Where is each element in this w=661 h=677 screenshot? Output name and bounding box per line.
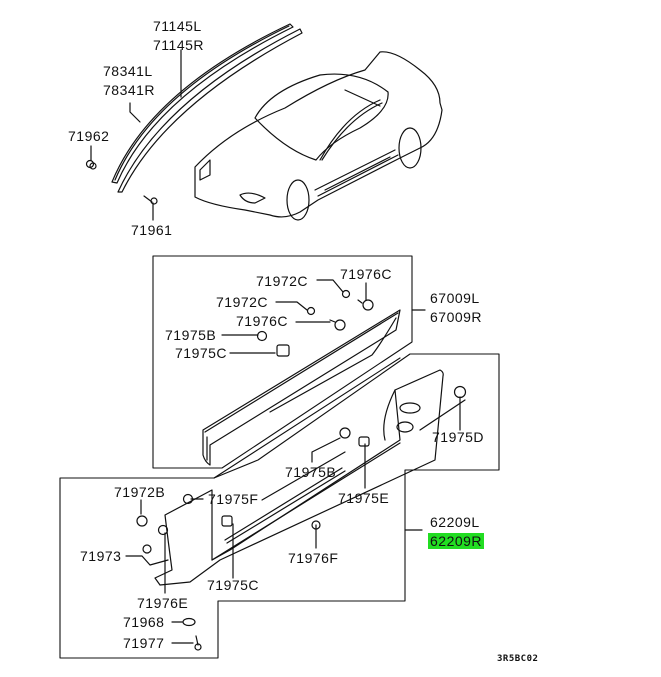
clip-71972C-a-drawing xyxy=(341,289,351,299)
clip-71975F-drawing xyxy=(182,493,194,505)
clip-71976C-b-drawing xyxy=(329,319,346,331)
part-label-67009L[interactable]: 67009L xyxy=(430,290,480,306)
car-drawing xyxy=(194,51,443,221)
part-label-71145L[interactable]: 71145L xyxy=(153,18,202,34)
leader-78341 xyxy=(129,102,141,123)
leader-71975B-b xyxy=(311,437,341,463)
part-label-71972B[interactable]: 71972B xyxy=(114,484,166,500)
leader-71972C-a xyxy=(316,279,344,293)
clip-71975D-drawing xyxy=(453,385,467,399)
clip-71975B-b-drawing xyxy=(339,427,351,439)
leader-71972C-b xyxy=(275,301,308,311)
clip-71962-drawing xyxy=(85,159,97,170)
part-label-71145R[interactable]: 71145R xyxy=(153,37,205,53)
frame-lower xyxy=(59,353,500,659)
part-label-71972C[interactable]: 71972C xyxy=(216,294,269,310)
part-label-62209L[interactable]: 62209L xyxy=(430,514,480,530)
part-label-71975F[interactable]: 71975F xyxy=(208,491,259,507)
clip-71976F-drawing xyxy=(311,520,321,530)
part-label-62209R-highlighted[interactable]: 62209R xyxy=(428,533,485,549)
clip-71976C-a-drawing xyxy=(357,299,374,311)
part-label-71975B[interactable]: 71975B xyxy=(285,464,337,480)
part-label-71975D[interactable]: 71975D xyxy=(432,429,485,445)
part-label-71968[interactable]: 71968 xyxy=(123,614,165,630)
part-label-71962[interactable]: 71962 xyxy=(68,128,110,144)
part-label-71975C[interactable]: 71975C xyxy=(175,345,228,361)
clip-71975B-a-drawing xyxy=(256,330,268,342)
clip-71968-drawing xyxy=(182,617,196,627)
figure-code: 3R5BC02 xyxy=(497,654,539,664)
clip-71973-drawing xyxy=(142,544,152,554)
frame-upper xyxy=(152,255,413,469)
part-label-71976C[interactable]: 71976C xyxy=(340,266,393,282)
part-label-71975C[interactable]: 71975C xyxy=(207,577,260,593)
part-label-78341L[interactable]: 78341L xyxy=(103,63,153,79)
clip-71972B-drawing xyxy=(136,515,148,527)
sill-molding-drawing xyxy=(154,369,466,586)
part-label-71976E[interactable]: 71976E xyxy=(137,595,189,611)
roof-molding-drawing xyxy=(111,23,303,193)
clip-71975E-drawing xyxy=(358,436,370,447)
part-label-71976C[interactable]: 71976C xyxy=(236,313,289,329)
part-label-71977[interactable]: 71977 xyxy=(123,635,165,651)
frame-connector xyxy=(213,357,401,479)
part-label-71976F[interactable]: 71976F xyxy=(288,550,339,566)
clip-71975C-a-drawing xyxy=(276,344,290,357)
clip-71975C-b-drawing xyxy=(221,515,233,527)
part-label-71975E[interactable]: 71975E xyxy=(338,490,390,506)
leader-71973 xyxy=(125,555,169,566)
clip-71976E-drawing xyxy=(157,524,169,536)
part-label-67009R[interactable]: 67009R xyxy=(430,309,483,325)
part-label-71972C[interactable]: 71972C xyxy=(256,273,309,289)
screw-71977-drawing xyxy=(194,635,202,651)
screw-71961-drawing xyxy=(143,195,158,205)
part-label-71973[interactable]: 71973 xyxy=(80,548,122,564)
door-molding-drawing xyxy=(202,309,401,466)
part-label-71961[interactable]: 71961 xyxy=(131,222,173,238)
part-label-78341R[interactable]: 78341R xyxy=(103,82,156,98)
part-label-71975B[interactable]: 71975B xyxy=(165,327,217,343)
clip-71972C-b-drawing xyxy=(306,306,316,316)
